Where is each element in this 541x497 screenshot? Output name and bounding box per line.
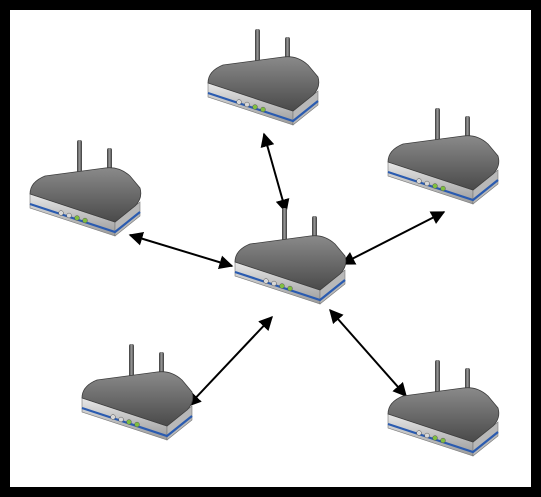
router-bottom-right-icon — [386, 358, 500, 458]
router-center-icon — [233, 206, 347, 306]
router-right-icon — [386, 106, 500, 206]
link-center-bottom-left — [187, 315, 273, 408]
router-top-icon — [206, 27, 320, 127]
link-center-left — [128, 231, 234, 270]
link-center-bottom-right — [329, 308, 407, 398]
link-center-top — [260, 132, 290, 214]
link-center-right — [340, 211, 446, 265]
router-left-icon — [28, 138, 142, 238]
router-bottom-left-icon — [80, 342, 194, 442]
